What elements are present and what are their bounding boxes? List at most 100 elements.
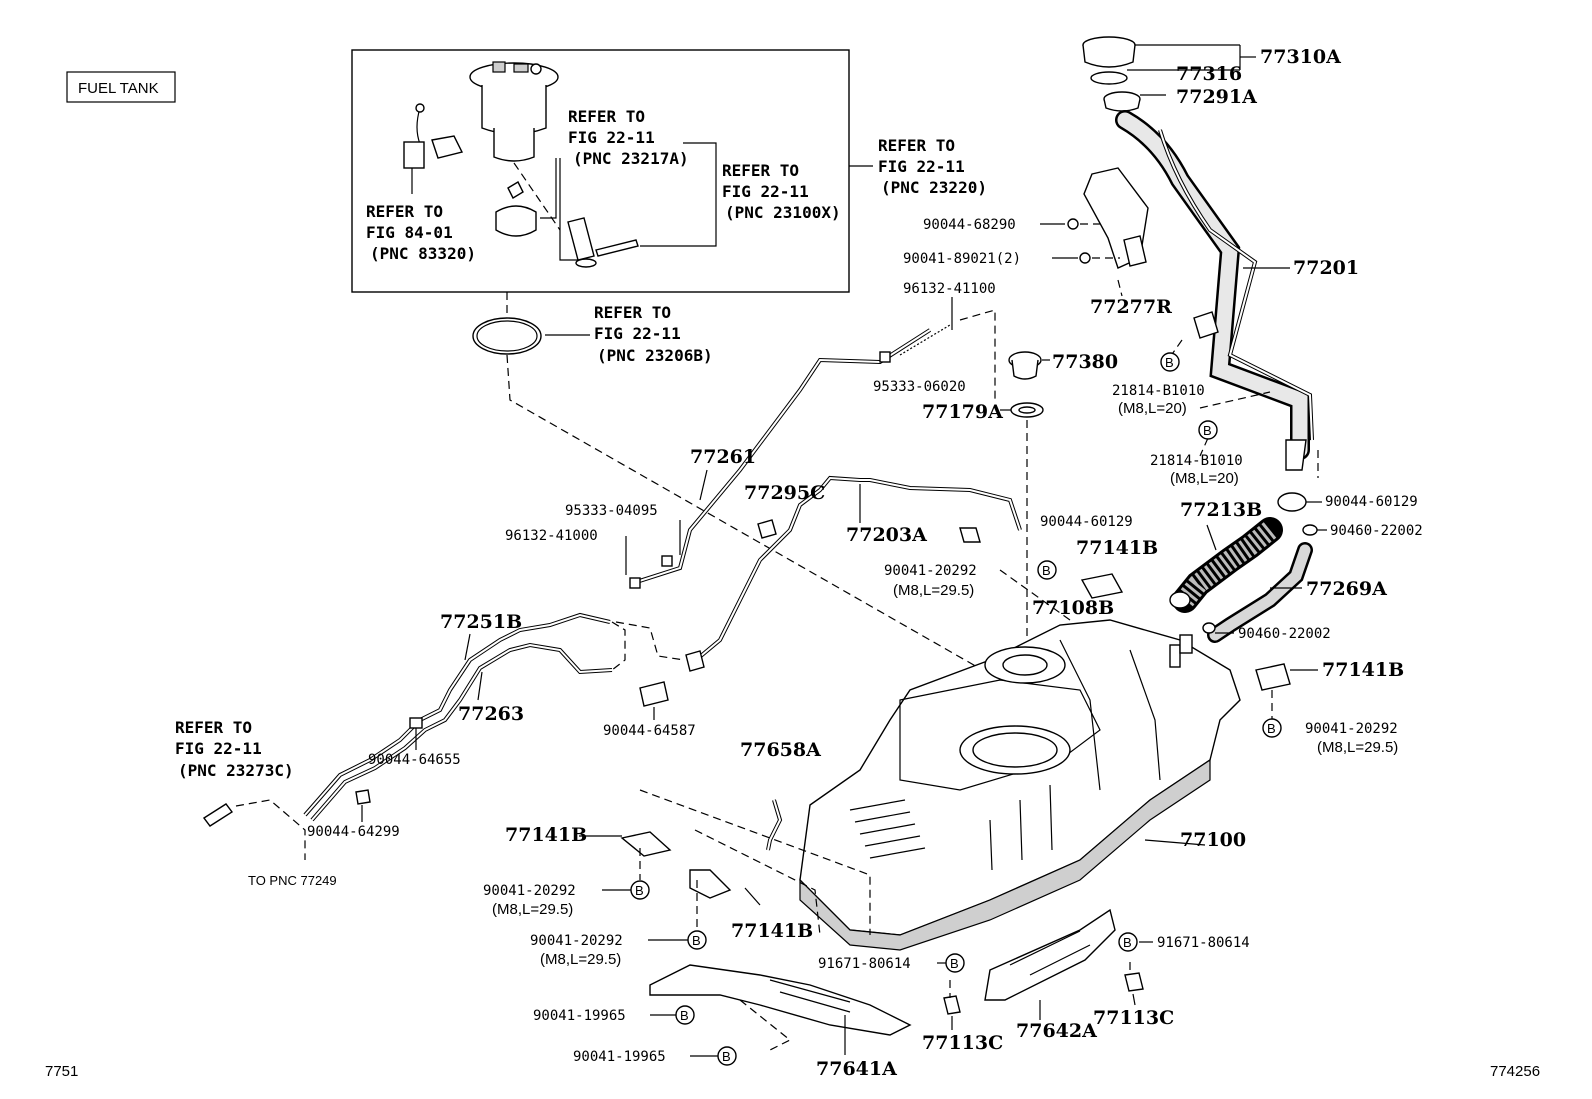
callout-77203a: 77203A bbox=[846, 524, 927, 546]
callout-text: FIG 22-11 bbox=[878, 157, 965, 176]
callout-text: B bbox=[1203, 423, 1212, 438]
callout-96132-41100: 96132-41100 bbox=[903, 281, 996, 297]
callout-text: (PNC 23273C) bbox=[178, 761, 294, 780]
callout-77201: 77201 bbox=[1293, 257, 1359, 279]
callout-text: B bbox=[1042, 563, 1051, 578]
callout-text: (PNC 23100X) bbox=[725, 203, 841, 222]
callout-77269a: 77269A bbox=[1306, 578, 1387, 600]
callout-95333-06020: 95333-06020 bbox=[873, 379, 966, 395]
inlet-hoses bbox=[1169, 492, 1318, 643]
refer-fig-22-11-23100x: REFER TO FIG 22-11 (PNC 23100X) bbox=[722, 161, 841, 222]
callout-77642a: 77642A bbox=[1016, 1020, 1097, 1042]
callout-text: B bbox=[950, 956, 959, 971]
protector-77642a bbox=[984, 908, 1116, 1020]
callout-text: B bbox=[680, 1008, 689, 1023]
callout-90041-20292-a: 90041-20292 bbox=[884, 563, 977, 579]
callout-text: REFER TO bbox=[722, 161, 799, 180]
callout-text: (M8,L=29.5) bbox=[1317, 739, 1398, 756]
refer-fig-22-11-23217a: REFER TO FIG 22-11 (PNC 23217A) bbox=[568, 107, 689, 168]
callout-77251b: 77251B bbox=[440, 611, 522, 633]
clips-77113c bbox=[943, 972, 1144, 1015]
callout-90041-19965-b: 90041-19965 bbox=[573, 1049, 666, 1065]
callout-90041-89021: 90041-89021(2) bbox=[903, 251, 1021, 267]
breather-line-77261 bbox=[629, 309, 996, 589]
callout-text: FIG 22-11 bbox=[175, 739, 262, 758]
clip-77295c bbox=[757, 519, 777, 539]
refer-fig-84-01-83320: REFER TO FIG 84-01 (PNC 83320) bbox=[366, 202, 476, 263]
callout-90041-20292-d: 90041-20292 bbox=[530, 933, 623, 949]
image-number: 774256 bbox=[1490, 1063, 1540, 1080]
part-callouts: 77310A 77316 77291A 77201 90044-68290 90… bbox=[307, 46, 1423, 1080]
callout-text: (M8,L=20) bbox=[1170, 470, 1239, 487]
callout-77108b: 77108B bbox=[1032, 597, 1114, 619]
bracket-77141b-lower-left bbox=[620, 831, 732, 899]
callout-text: (PNC 83320) bbox=[370, 244, 476, 263]
callout-text: (M8,L=29.5) bbox=[492, 901, 573, 918]
bracket-77141b-right bbox=[1080, 573, 1291, 691]
callout-77100: 77100 bbox=[1180, 829, 1246, 851]
mount-dashed-lines bbox=[639, 437, 1273, 998]
callout-77141b-b: 77141B bbox=[1322, 659, 1404, 681]
callout-text: (M8,L=29.5) bbox=[893, 582, 974, 599]
callout-text: REFER TO bbox=[568, 107, 645, 126]
callout-text: REFER TO bbox=[878, 136, 955, 155]
callout-90041-19965-a: 90041-19965 bbox=[533, 1008, 626, 1024]
callout-77658a: 77658A bbox=[740, 739, 821, 761]
fuel-pump-inset bbox=[351, 49, 850, 293]
to-pnc-label: TO PNC 77249 bbox=[248, 873, 337, 888]
callout-77380: 77380 bbox=[1052, 351, 1118, 373]
callout-77310a: 77310A bbox=[1260, 46, 1341, 68]
callout-text: REFER TO bbox=[175, 718, 252, 737]
sender-cap bbox=[1000, 351, 1050, 650]
callout-text: B bbox=[722, 1049, 731, 1064]
callout-91671-80614-b: 91671-80614 bbox=[1157, 935, 1250, 951]
callout-77316: 77316 bbox=[1176, 63, 1242, 85]
hose-77658a bbox=[766, 799, 783, 851]
callout-text: B bbox=[1165, 355, 1174, 370]
fuel-lines-77251b-77263 bbox=[202, 612, 626, 860]
callout-21814-b1010-b: 21814-B1010 bbox=[1150, 453, 1243, 469]
callout-text: (PNC 23220) bbox=[881, 178, 987, 197]
callout-77261: 77261 bbox=[690, 446, 756, 468]
callout-90044-64587: 90044-64587 bbox=[603, 723, 696, 739]
callout-90044-64299: 90044-64299 bbox=[307, 824, 400, 840]
page-title: FUEL TANK bbox=[78, 80, 159, 97]
callout-77141b-a: 77141B bbox=[1076, 537, 1158, 559]
callout-77141b-d: 77141B bbox=[731, 920, 813, 942]
callout-text: (PNC 23217A) bbox=[573, 149, 689, 168]
callout-91671-80614-a: 91671-80614 bbox=[818, 956, 911, 972]
callout-text: FIG 84-01 bbox=[366, 223, 453, 242]
callout-21814-b1010-a: 21814-B1010 bbox=[1112, 383, 1205, 399]
callout-text: (PNC 23206B) bbox=[597, 346, 713, 365]
callout-77641a: 77641A bbox=[816, 1058, 897, 1080]
callout-90044-68290: 90044-68290 bbox=[923, 217, 1016, 233]
callout-77141b-c: 77141B bbox=[505, 824, 587, 846]
callout-text: (M8,L=29.5) bbox=[540, 951, 621, 968]
title-box: FUEL TANK bbox=[66, 71, 176, 103]
callout-90041-20292-c: 90041-20292 bbox=[483, 883, 576, 899]
callout-90044-64655: 90044-64655 bbox=[368, 752, 461, 768]
callout-text: (M8,L=20) bbox=[1118, 400, 1187, 417]
callout-77263: 77263 bbox=[458, 703, 524, 725]
callout-77295c: 77295C bbox=[744, 482, 825, 504]
callout-77291a: 77291A bbox=[1176, 86, 1257, 108]
bracket-77277r bbox=[1067, 167, 1149, 297]
callout-text: FIG 22-11 bbox=[568, 128, 655, 147]
callout-text: B bbox=[1267, 721, 1276, 736]
callout-text: B bbox=[1123, 935, 1132, 950]
refer-fig-22-11-23220: REFER TO FIG 22-11 (PNC 23220) bbox=[849, 136, 987, 197]
callout-96132-41000: 96132-41000 bbox=[505, 528, 598, 544]
filler-pipe-assembly bbox=[1082, 36, 1319, 478]
callout-77113c-b: 77113C bbox=[1093, 1007, 1174, 1029]
callout-77277r: 77277R bbox=[1090, 296, 1172, 318]
callout-77113c-a: 77113C bbox=[922, 1032, 1003, 1054]
pump-gasket-ring bbox=[472, 292, 1001, 681]
vapor-line-77203a bbox=[615, 475, 1022, 672]
callout-90460-22002-b: 90460-22002 bbox=[1238, 626, 1331, 642]
callout-77179a: 77179A bbox=[922, 401, 1003, 423]
callout-text: REFER TO bbox=[366, 202, 443, 221]
callout-text: B bbox=[692, 933, 701, 948]
callout-95333-04095: 95333-04095 bbox=[565, 503, 658, 519]
callout-text: FIG 22-11 bbox=[722, 182, 809, 201]
refer-fig-22-11-23206b: REFER TO FIG 22-11 (PNC 23206B) bbox=[545, 303, 713, 365]
